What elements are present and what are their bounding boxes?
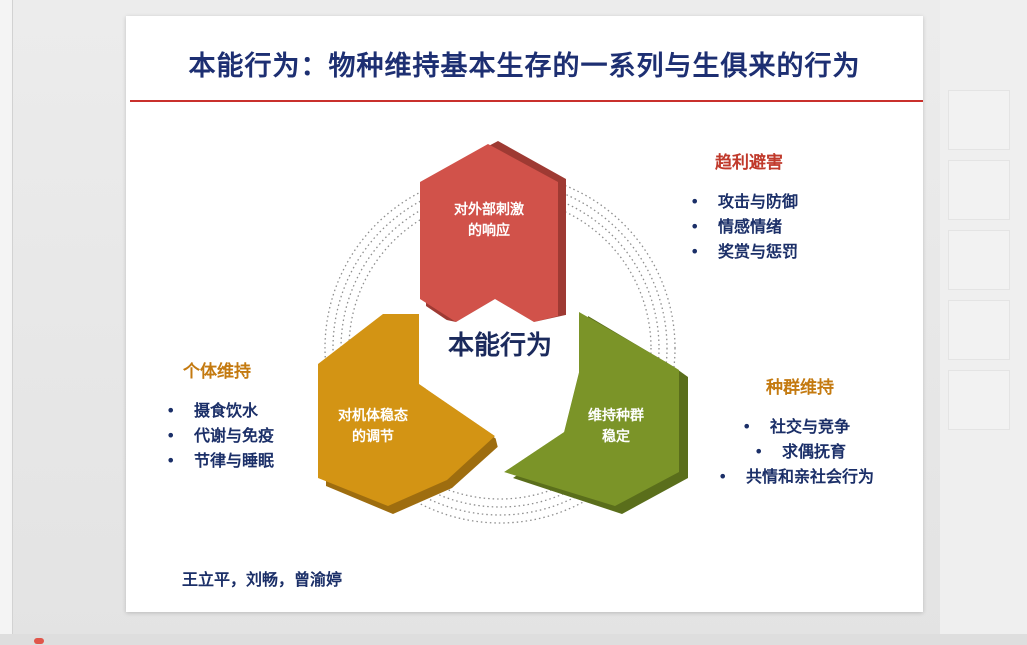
bullet-icon: • [690,242,700,261]
bullet-icon: • [166,401,176,420]
title-divider [130,100,923,102]
slide-title: 本能行为：物种维持基本生存的一系列与生俱来的行为 [188,51,861,82]
segment-label-line1: 维持种群 [588,407,644,424]
left-panel-edge [0,0,13,645]
list-item: •共情和亲社会行为 [718,464,874,489]
slide-canvas: 本能行为：物种维持基本生存的一系列与生俱来的行为 对外部刺激 的响应 对机体稳态… [126,16,923,612]
slide-thumbnail[interactable] [948,370,1010,430]
author-credits: 王立平，刘畅，曾渝婷 [182,570,343,589]
bullet-icon: • [166,451,176,470]
slide-thumbnail[interactable] [948,160,1010,220]
group-heading-bottom-right: 种群维持 [766,378,834,398]
record-indicator-icon [34,638,44,644]
slide-thumbnail-strip [940,0,1027,645]
list-item: •摄食饮水 [166,398,274,423]
slide-thumbnail[interactable] [948,90,1010,150]
group-list-top-right: •攻击与防御 •情感情绪 •奖赏与惩罚 [690,189,798,264]
bullet-icon: • [166,426,176,445]
slide-thumbnail[interactable] [948,300,1010,360]
list-item: •求偶抚育 [718,439,874,464]
segment-label-line2: 稳定 [602,428,630,445]
segment-label-line2: 的调节 [352,428,394,445]
list-item: •社交与竞争 [718,414,874,439]
center-label: 本能行为 [448,330,552,361]
segment-population-stability: 维持种群 稳定 [504,312,688,514]
segment-label-line2: 的响应 [468,222,510,239]
bullet-icon: • [742,417,752,436]
group-list-bottom-right: •社交与竞争 •求偶抚育 •共情和亲社会行为 [718,414,874,489]
segment-label-line1: 对外部刺激 [454,201,524,218]
list-item: •攻击与防御 [690,189,798,214]
list-item: •奖赏与惩罚 [690,239,798,264]
segment-external-stimulus: 对外部刺激 的响应 [420,141,566,329]
center-hexagon [419,299,579,472]
segment-label-line1: 对机体稳态 [338,407,408,424]
bullet-icon: • [690,192,700,211]
list-item: •情感情绪 [690,214,798,239]
group-heading-top-right: 趋利避害 [715,153,783,173]
bullet-icon: • [718,467,728,486]
bullet-icon: • [754,442,764,461]
group-list-left: •摄食饮水 •代谢与免疫 •节律与睡眠 [166,398,274,473]
segment-homeostasis: 对机体稳态 的调节 [318,314,502,514]
slide-thumbnail[interactable] [948,230,1010,290]
list-item: •节律与睡眠 [166,448,274,473]
instinct-diagram: 对外部刺激 的响应 对机体稳态 的调节 维持种群 稳定 本能行为 [318,141,688,524]
bullet-icon: • [690,217,700,236]
status-bar [0,634,1027,645]
list-item: •代谢与免疫 [166,423,274,448]
group-heading-left: 个体维持 [183,362,251,382]
